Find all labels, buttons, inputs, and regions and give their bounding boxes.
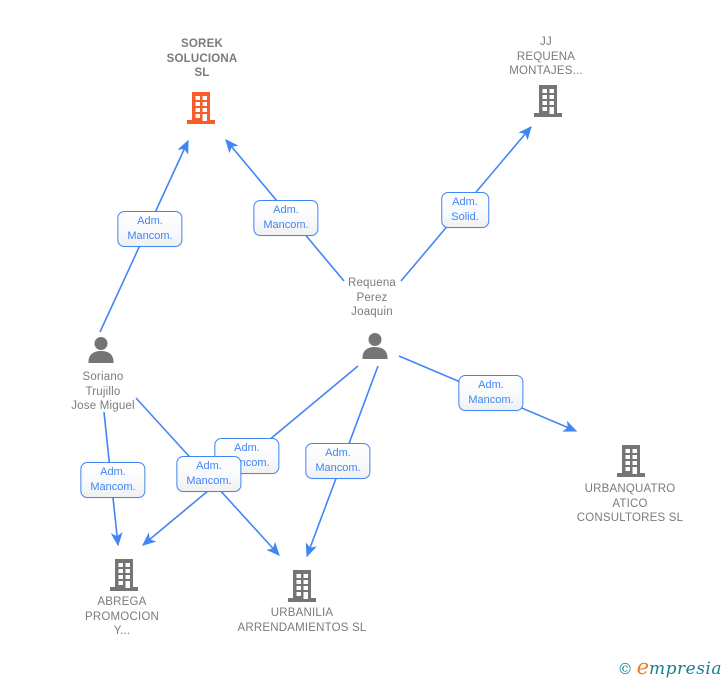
empresia-watermark[interactable]: ©empresia: [618, 655, 722, 679]
edge-requena-perez-joaquin-to-sorek-soluciona-sl: [225, 139, 345, 282]
copyright-icon: ©: [617, 660, 633, 678]
empresia-logo: empresia: [637, 655, 722, 679]
edge-requena-perez-joaquin-to-urbanquatro-atico-consultores-sl: [398, 355, 578, 432]
edge-soriano-trujillo-jose-miguel-to-sorek-soluciona-sl: [99, 139, 189, 333]
edge-requena-perez-joaquin-to-abrega-promocion-y: [142, 365, 359, 546]
empresia-logo-e: e: [636, 655, 649, 679]
empresia-logo-text: mpresia: [649, 659, 722, 679]
edge-soriano-trujillo-jose-miguel-to-abrega-promocion-y: [103, 411, 123, 547]
edge-requena-perez-joaquin-to-urbanilia-arrendamientos-sl: [305, 365, 379, 558]
edge-soriano-trujillo-jose-miguel-to-urbanilia-arrendamientos-sl: [135, 397, 280, 556]
edge-requena-perez-joaquin-to-jj-requena-montajes: [400, 126, 532, 282]
